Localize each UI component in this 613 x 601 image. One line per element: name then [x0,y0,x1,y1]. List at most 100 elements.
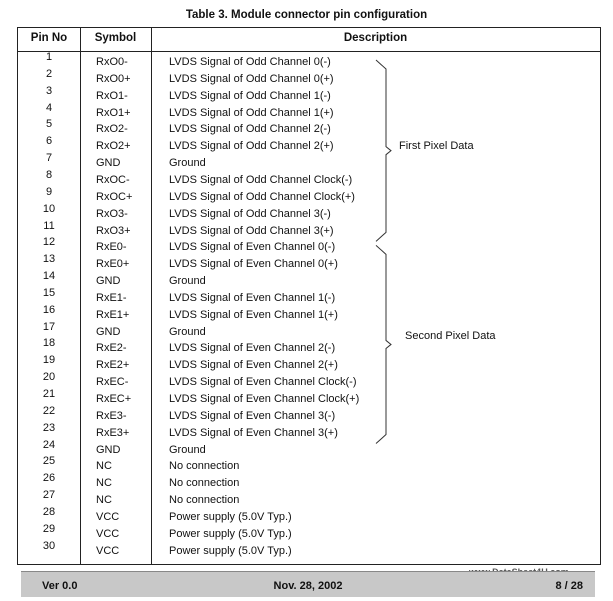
description-cell: Power supply (5.0V Typ.) [169,510,292,523]
group-braces [375,59,392,444]
description-cell: LVDS Signal of Even Channel 2(-) [169,342,336,355]
table-header: Pin No Symbol Description [18,28,600,52]
symbol-cell: RxEC+ [96,393,132,405]
description-cell: LVDS Signal of Odd Channel 3(+) [169,224,334,237]
pin-cell: 19 [42,354,56,367]
pin-cell: 1 [45,51,53,63]
description-cell: Ground [169,275,206,288]
pin-cell: 26 [42,472,56,485]
table-row: 14 GND Ground [18,270,600,291]
pin-cell: 17 [42,320,56,333]
description-cell: Ground [169,157,206,170]
pin-cell: 18 [42,337,56,350]
pin-cell: 7 [45,152,53,165]
symbol-cell: RxO1+ [96,106,131,119]
symbol-cell: RxE3+ [96,426,130,439]
symbol-cell: RxO3- [96,207,128,220]
pin-cell: 14 [42,270,56,283]
table-row: 23 RxE3+ LVDS Signal of Even Channel 3(+) [18,422,600,443]
symbol-cell: RxO3+ [96,224,131,237]
description-cell: Ground [169,325,206,338]
description-cell: LVDS Signal of Even Channel 2(+) [169,359,338,372]
symbol-cell: RxO0- [96,56,128,68]
header-description: Description [343,32,408,44]
table-row: 12 RxE0- LVDS Signal of Even Channel 0(-) [18,236,600,257]
symbol-cell: VCC [96,544,120,557]
table-row: 3 RxO1- LVDS Signal of Odd Channel 1(-) [18,85,600,106]
description-cell: LVDS Signal of Even Channel 3(-) [169,409,336,422]
symbol-cell: RxE1+ [96,308,130,321]
pin-cell: 8 [45,168,53,181]
symbol-cell: RxOC+ [96,190,133,203]
description-cell: LVDS Signal of Even Channel 3(+) [169,426,338,439]
pin-cell: 12 [42,236,56,249]
description-cell: LVDS Signal of Odd Channel 1(-) [169,89,331,102]
table-row: 30 VCC Power supply (5.0V Typ.) [18,540,600,561]
symbol-cell: VCC [96,527,120,540]
symbol-cell: RxO2- [96,123,128,136]
symbol-cell: RxE0- [96,241,127,254]
pin-cell: 24 [42,438,56,451]
pin-cell: 23 [42,421,56,434]
description-cell: LVDS Signal of Odd Channel 0(-) [169,56,331,68]
symbol-cell: GND [96,325,121,338]
description-cell: LVDS Signal of Odd Channel Clock(+) [169,190,355,203]
table-row: 17 GND Ground [18,321,600,342]
symbol-cell: NC [96,460,112,473]
footer-date: Nov. 28, 2002 [273,580,343,592]
symbol-cell: RxO2+ [96,140,131,153]
symbol-cell: NC [96,477,112,490]
table-row: 7 GND Ground [18,152,600,173]
symbol-cell: VCC [96,510,120,523]
column-divider [151,28,152,564]
description-cell: LVDS Signal of Even Channel 0(-) [169,241,336,254]
pin-cell: 30 [42,539,56,552]
pin-table: Pin No Symbol Description 1 RxO0- LVDS Sig… [17,27,601,565]
description-cell: LVDS Signal of Even Channel 1(-) [169,291,336,304]
group-brace [375,59,392,242]
symbol-cell: GND [96,157,121,170]
symbol-cell: RxE1- [96,291,127,304]
pin-cell: 6 [45,135,53,148]
pin-cell: 4 [45,101,53,114]
description-cell: LVDS Signal of Odd Channel 1(+) [169,106,334,119]
column-divider [80,28,81,564]
pin-cell: 29 [42,522,56,535]
pin-cell: 15 [42,286,56,299]
description-cell: LVDS Signal of Odd Channel 2(+) [169,140,334,153]
table-row: 4 RxO1+ LVDS Signal of Odd Channel 1(+) [18,102,600,123]
description-cell: Power supply (5.0V Typ.) [169,544,292,557]
footer-version: Ver 0.0 [42,580,78,592]
header-pin-no: Pin No [30,32,68,44]
description-cell: LVDS Signal of Odd Channel Clock(-) [169,173,353,186]
pin-cell: 3 [45,84,53,97]
pin-cell: 5 [45,118,53,131]
pin-cell: 22 [42,404,56,417]
symbol-cell: GND [96,275,121,288]
description-cell: LVDS Signal of Odd Channel 3(-) [169,207,331,220]
table-row: 1 RxO0- LVDS Signal of Odd Channel 0(-) [18,51,600,72]
description-cell: Ground [169,443,206,456]
pin-cell: 27 [42,489,56,502]
description-cell: LVDS Signal of Odd Channel 2(-) [169,123,331,136]
pin-cell: 2 [45,67,53,80]
description-cell: No connection [169,477,240,490]
description-cell: LVDS Signal of Odd Channel 0(+) [169,72,334,85]
symbol-cell: NC [96,494,112,507]
group-label-second-pixel-data: Second Pixel Data [405,330,496,342]
description-cell: No connection [169,494,240,507]
pin-cell: 16 [42,303,56,316]
pin-cell: 21 [42,388,56,400]
symbol-cell: RxE2- [96,342,127,355]
symbol-cell: RxO1- [96,89,128,102]
group-label-first-pixel-data: First Pixel Data [399,140,474,152]
